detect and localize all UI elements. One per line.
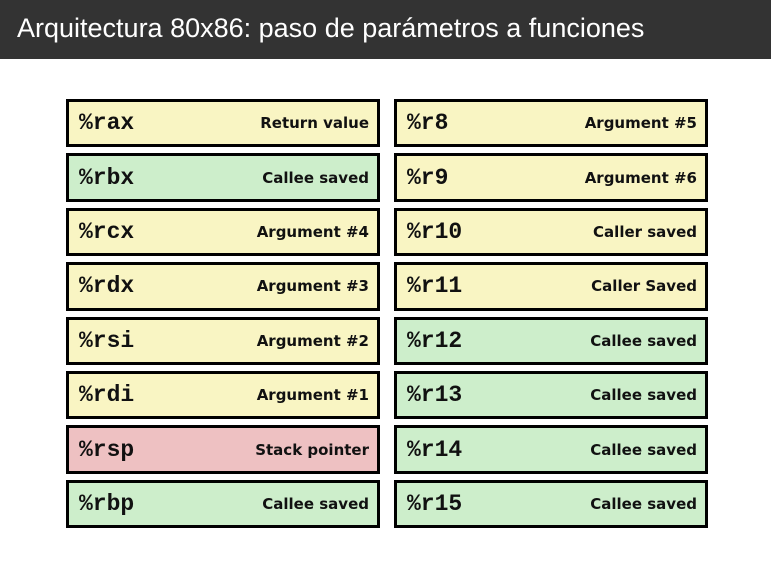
register-r13: %r13 Callee saved [394, 370, 708, 420]
register-role: Argument #6 [584, 168, 697, 187]
register-r14: %r14 Callee saved [394, 425, 708, 474]
register-role: Argument #1 [256, 386, 369, 405]
register-name: %r13 [407, 382, 463, 409]
register-rsp: %rsp Stack pointer [66, 425, 380, 474]
register-role: Callee saved [590, 386, 697, 405]
register-role: Callee saved [262, 168, 369, 187]
register-table: %rax Return value %rbx Callee saved %rcx… [66, 99, 708, 529]
register-role: Callee saved [590, 440, 697, 459]
register-role: Caller Saved [591, 277, 697, 296]
register-name: %rax [79, 110, 135, 137]
register-rsi: %rsi Argument #2 [66, 316, 380, 365]
register-name: %rdx [79, 273, 135, 300]
register-column-left: %rax Return value %rbx Callee saved %rcx… [66, 99, 380, 529]
register-role: Argument #4 [256, 222, 369, 241]
register-name: %rcx [79, 218, 135, 245]
register-name: %rsi [79, 327, 135, 354]
register-name: %r12 [407, 327, 463, 354]
register-role: Callee saved [590, 494, 697, 513]
register-column-right: %r8 Argument #5 %r9 Argument #6 %r10 Cal… [394, 99, 708, 529]
register-r12: %r12 Callee saved [394, 316, 708, 365]
register-role: Argument #2 [256, 331, 369, 350]
register-rdi: %rdi Argument #1 [66, 370, 380, 420]
register-name: %r9 [407, 164, 449, 191]
register-name: %rbp [79, 490, 135, 517]
register-name: %r15 [407, 490, 463, 517]
register-role: Argument #3 [256, 277, 369, 296]
register-name: %rbx [79, 164, 135, 191]
register-rbp: %rbp Callee saved [66, 479, 380, 529]
register-name: %r8 [407, 110, 449, 137]
register-name: %rdi [79, 382, 135, 409]
register-r9: %r9 Argument #6 [394, 153, 708, 202]
register-r10: %r10 Caller saved [394, 207, 708, 257]
register-name: %r10 [407, 218, 463, 245]
register-role: Callee saved [590, 331, 697, 350]
register-r8: %r8 Argument #5 [394, 99, 708, 148]
register-name: %r14 [407, 436, 463, 463]
register-r11: %r11 Caller Saved [394, 262, 708, 311]
register-role: Stack pointer [255, 440, 369, 459]
register-rdx: %rdx Argument #3 [66, 262, 380, 311]
register-role: Return value [260, 114, 369, 133]
register-role: Caller saved [593, 222, 697, 241]
page-title: Arquitectura 80x86: paso de parámetros a… [17, 12, 645, 43]
register-r15: %r15 Callee saved [394, 479, 708, 529]
register-rcx: %rcx Argument #4 [66, 207, 380, 257]
register-role: Argument #5 [584, 114, 697, 133]
register-rbx: %rbx Callee saved [66, 153, 380, 202]
register-role: Callee saved [262, 494, 369, 513]
register-rax: %rax Return value [66, 99, 380, 148]
register-name: %rsp [79, 436, 135, 463]
register-name: %r11 [407, 273, 463, 300]
title-bar: Arquitectura 80x86: paso de parámetros a… [0, 0, 771, 59]
